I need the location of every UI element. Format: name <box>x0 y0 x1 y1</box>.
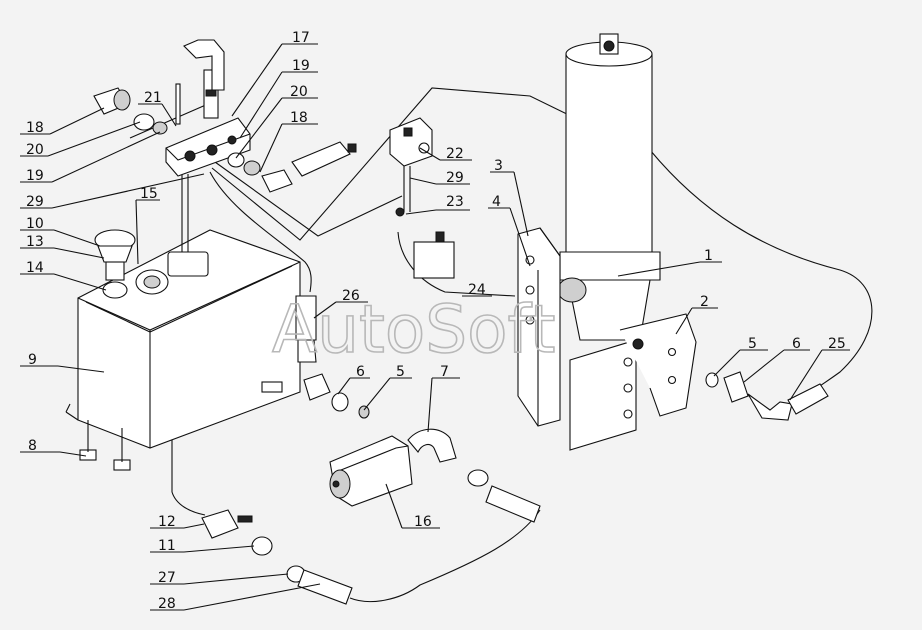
label-part-22: 22 <box>446 146 464 162</box>
label-part-12: 12 <box>158 514 176 530</box>
label-part-16: 16 <box>414 514 432 530</box>
label-part-15: 15 <box>140 186 158 202</box>
label-part-28: 28 <box>158 596 176 612</box>
label-part-23: 23 <box>446 194 464 210</box>
label-part-24: 24 <box>468 282 486 298</box>
label-part-27: 27 <box>158 570 176 586</box>
return-filter <box>135 174 209 295</box>
hydraulic-tank <box>65 229 301 471</box>
label-part-21: 21 <box>144 90 162 106</box>
hydraulic-lines <box>129 87 873 603</box>
pump-fittings <box>303 373 370 419</box>
label-part-4: 4 <box>492 194 501 210</box>
watermark: AutoSoft <box>272 291 555 368</box>
suction-elbow <box>286 428 541 605</box>
lift-cylinder <box>557 33 661 341</box>
label-part-19-left: 19 <box>26 168 44 184</box>
label-part-2: 2 <box>700 294 709 310</box>
label-part-18-left: 18 <box>26 120 44 136</box>
label-part-10: 10 <box>26 216 44 232</box>
label-part-5-right: 5 <box>748 336 757 352</box>
label-part-3: 3 <box>494 158 503 174</box>
cylinder-brackets <box>517 227 697 451</box>
label-part-14: 14 <box>26 260 44 276</box>
label-part-11: 11 <box>158 538 176 554</box>
label-part-29-left: 29 <box>26 194 44 210</box>
label-part-7: 7 <box>440 364 449 380</box>
label-part-19-right: 19 <box>292 58 310 74</box>
label-part-6-left: 6 <box>356 364 365 380</box>
filler-breather <box>94 229 136 299</box>
label-part-6-right: 6 <box>792 336 801 352</box>
leader-lines <box>20 43 850 611</box>
return-fittings <box>201 509 273 556</box>
label-part-29-right: 29 <box>446 170 464 186</box>
label-part-17: 17 <box>292 30 310 46</box>
gear-pump <box>329 435 413 507</box>
label-part-1: 1 <box>704 248 713 264</box>
part-number-labels: 1 2 3 4 5 5 6 6 7 8 9 10 11 12 13 14 15 … <box>26 30 846 612</box>
label-part-20-left: 20 <box>26 142 44 158</box>
label-part-20-right: 20 <box>290 84 308 100</box>
label-part-18-right: 18 <box>290 110 308 126</box>
cab-control-valve <box>389 117 455 279</box>
cylinder-inlet-fittings <box>705 371 829 421</box>
label-part-25: 25 <box>828 336 846 352</box>
suction-hose <box>295 295 317 363</box>
label-part-26: 26 <box>342 288 360 304</box>
valve-fittings <box>93 39 357 193</box>
label-part-13: 13 <box>26 234 44 250</box>
label-part-5-left: 5 <box>396 364 405 380</box>
label-part-8: 8 <box>28 438 37 454</box>
label-part-9: 9 <box>28 352 37 368</box>
